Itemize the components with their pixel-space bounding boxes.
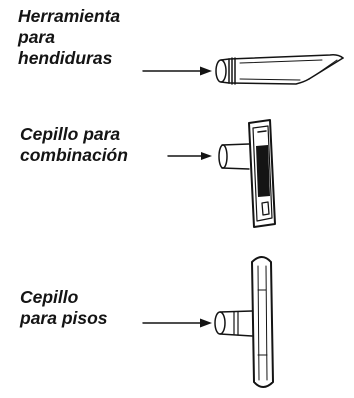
floor-brush-label-line-2: para pisos — [20, 308, 108, 328]
combination-brush-arrow — [167, 152, 212, 160]
floor-brush-icon — [214, 256, 274, 388]
crevice-tool-icon — [215, 54, 344, 85]
combination-brush-label-line-1: Cepillo para — [20, 124, 121, 144]
crevice-tool-label-line-3: hendiduras — [18, 48, 113, 68]
combination-brush-label: Cepillo para combinación — [20, 124, 128, 166]
crevice-tool-label-line-2: para — [18, 27, 55, 47]
crevice-tool-arrow — [142, 66, 212, 76]
floor-brush-arrow — [142, 318, 212, 328]
crevice-tool-label: Herramienta para hendiduras — [18, 6, 120, 69]
combination-brush-label-line-2: combinación — [20, 145, 128, 165]
combination-brush-icon — [218, 119, 276, 228]
floor-brush-label-line-1: Cepillo — [20, 287, 79, 307]
crevice-tool-label-line-1: Herramienta — [18, 6, 121, 26]
floor-brush-label: Cepillo para pisos — [20, 287, 108, 329]
